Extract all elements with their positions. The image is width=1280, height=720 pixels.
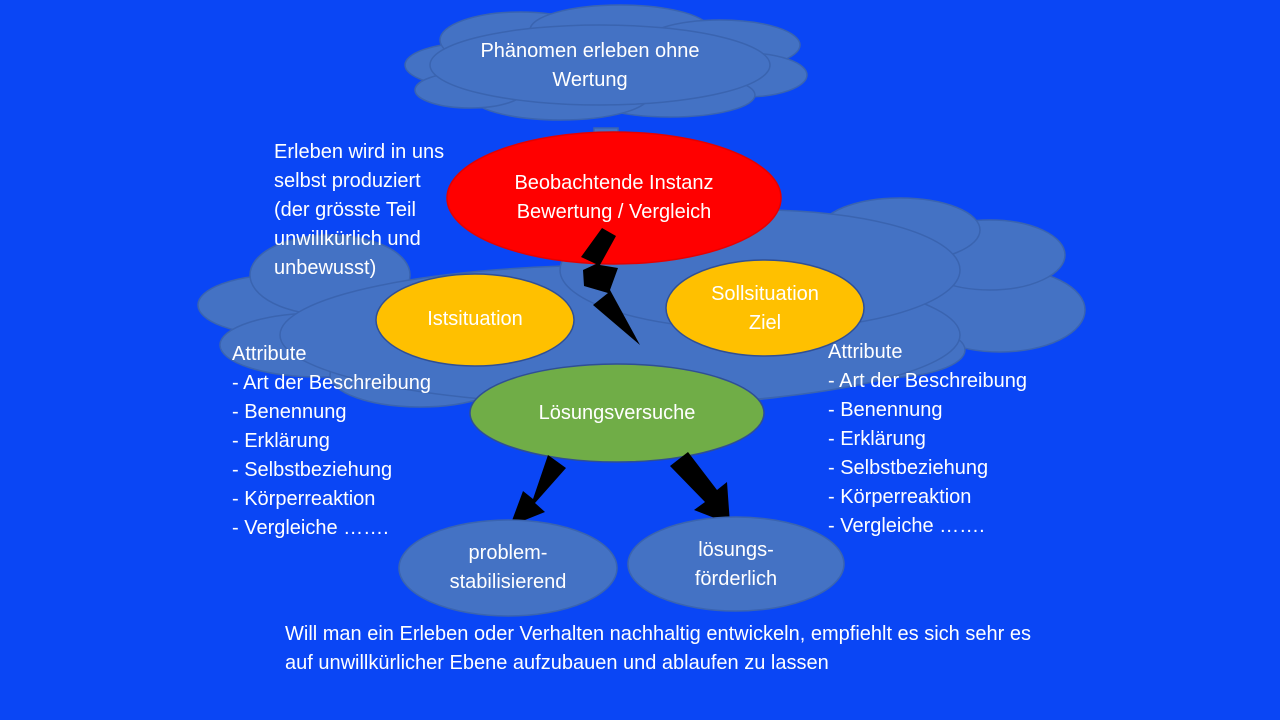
attribute-line: - Vergleiche …….: [828, 515, 985, 537]
top-cloud-line: Wertung: [552, 69, 628, 91]
attribute-line: - Benennung: [828, 399, 943, 421]
sollsituation-ellipse: [665, 259, 865, 357]
arrow-to-loesung: [670, 452, 730, 524]
outcome-line: problem-: [468, 542, 548, 564]
top-cloud: [404, 4, 808, 121]
attribute-line: - Vergleiche …….: [232, 517, 389, 539]
attribute-line: - Art der Beschreibung: [232, 372, 431, 394]
attribute-line: - Art der Beschreibung: [828, 370, 1027, 392]
left-note: Erleben wird in uns selbst produziert (d…: [274, 138, 444, 283]
lightning-bolt: [581, 228, 640, 345]
left-note-line: Erleben wird in uns: [274, 141, 445, 163]
left-note-line: unwillkürlich und: [274, 228, 421, 250]
attribute-line: - Benennung: [232, 401, 347, 423]
loesungsfoerderlich-ellipse: [627, 516, 845, 612]
footer-text: Will man ein Erleben oder Verhalten nach…: [285, 620, 1031, 678]
attribute-line: Attribute: [828, 341, 903, 363]
outcome-line: förderlich: [694, 568, 778, 590]
attribute-line: - Selbstbeziehung: [828, 457, 989, 479]
right-attributes: Attribute - Art der Beschreibung - Benen…: [828, 338, 1027, 541]
attribute-line: Attribute: [232, 343, 307, 365]
attribute-line: - Körperreaktion: [828, 486, 972, 508]
istsituation-label: Istsituation: [427, 308, 523, 330]
observer-line: Bewertung / Vergleich: [516, 201, 712, 223]
outcome-line: stabilisierend: [449, 571, 567, 593]
loesungsversuche-ellipse: [469, 363, 765, 463]
left-note-line: (der grösste Teil: [274, 199, 416, 221]
problem-stabilisierend-ellipse: [398, 519, 618, 617]
attribute-line: - Körperreaktion: [232, 488, 376, 510]
left-note-line: selbst produziert: [274, 170, 421, 192]
istsituation-ellipse: [375, 273, 575, 367]
observer-line: Beobachtende Instanz: [514, 172, 714, 194]
outcome-line: lösungs-: [698, 539, 774, 561]
top-cloud-line: Phänomen erleben ohne: [480, 40, 700, 62]
sollsituation-line: Sollsituation: [711, 283, 819, 305]
attribute-line: - Erklärung: [828, 428, 926, 450]
top-cloud-text: Phänomen erleben ohne Wertung: [420, 37, 760, 95]
footer-line: Will man ein Erleben oder Verhalten nach…: [285, 623, 1031, 645]
observer-ellipse: [446, 131, 782, 265]
sollsituation-text: Sollsituation Ziel: [666, 280, 864, 338]
arrow-to-problem: [510, 455, 566, 526]
sollsituation-line: Ziel: [748, 312, 782, 334]
observer-text: Beobachtende Instanz Bewertung / Verglei…: [464, 169, 764, 227]
attribute-line: - Erklärung: [232, 430, 330, 452]
problem-stabilisierend-text: problem- stabilisierend: [400, 539, 616, 597]
left-note-line: unbewusst): [274, 257, 377, 279]
attribute-line: - Selbstbeziehung: [232, 459, 393, 481]
loesungsfoerderlich-text: lösungs- förderlich: [628, 536, 844, 594]
loesungsversuche-label: Lösungsversuche: [538, 402, 696, 424]
left-attributes: Attribute - Art der Beschreibung - Benen…: [232, 340, 431, 543]
footer-line: auf unwillkürlicher Ebene aufzubauen und…: [285, 652, 829, 674]
